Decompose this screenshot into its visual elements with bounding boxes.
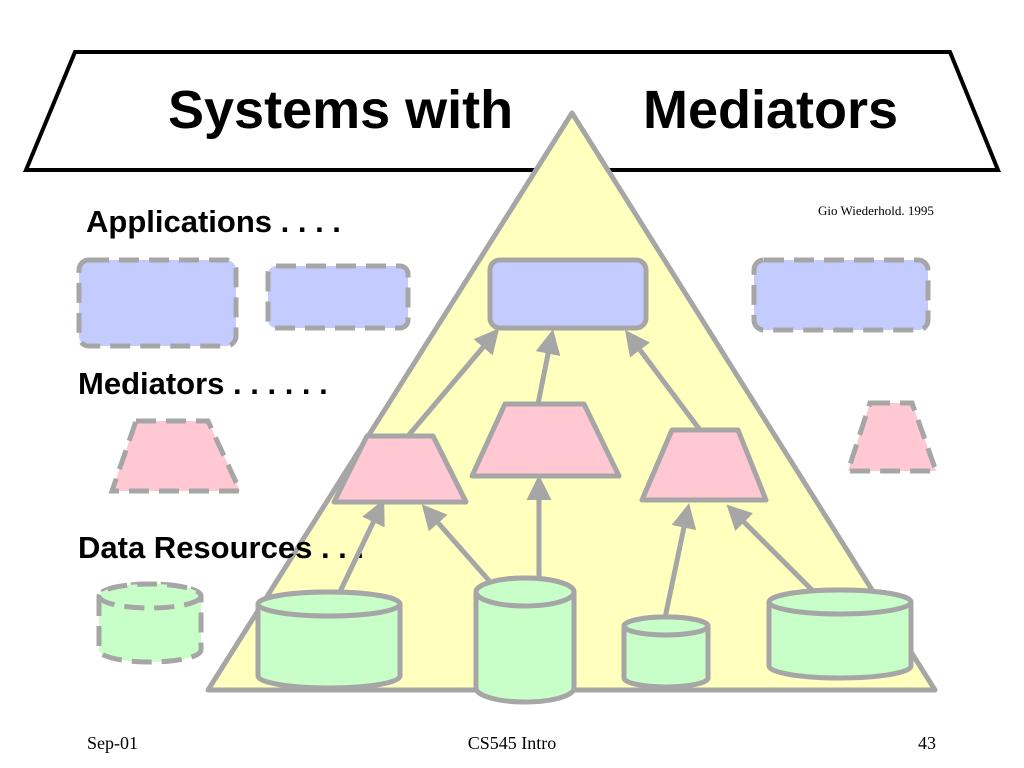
data-resources-label: Data Resources . . . (78, 530, 364, 565)
legend-mediator-trapezoid (108, 418, 244, 494)
legend-application-box (751, 257, 931, 333)
arrow-data-to-mediator (726, 504, 820, 598)
arrow-data-to-mediator (421, 504, 494, 586)
mediator-trapezoid (331, 433, 469, 505)
legend-mediator-trapezoid (844, 400, 940, 474)
title-left: Systems with (168, 80, 513, 140)
mediator-trapezoid (639, 427, 769, 503)
data-cylinder (473, 575, 577, 705)
application-box (487, 257, 649, 331)
arrow-mediator-to-application (406, 328, 500, 438)
applications-label: Applications . . . . (86, 204, 341, 239)
arrow-data-to-mediator (662, 503, 697, 619)
mediator-trapezoid (469, 401, 622, 479)
footer-date: Sep-01 (87, 733, 138, 753)
data-cylinder (255, 589, 403, 691)
attribution: Gio Wiederhold. 1995 (818, 203, 934, 218)
arrow-data-to-mediator (334, 499, 385, 600)
title-banner (23, 50, 1001, 172)
data-cylinder (766, 587, 914, 681)
legend-application-box (265, 263, 411, 331)
arrow-mediator-to-application (535, 329, 561, 405)
title-right: Mediators (643, 80, 898, 140)
legend-application-box (76, 257, 239, 349)
data-cylinder (621, 614, 711, 690)
legend-data-cylinder (96, 581, 204, 665)
footer-page-number: 43 (918, 733, 936, 753)
mediators-label: Mediators . . . . . . (78, 366, 328, 401)
arrow-mediator-to-application (625, 330, 702, 432)
footer-course: CS545 Intro (468, 733, 557, 753)
